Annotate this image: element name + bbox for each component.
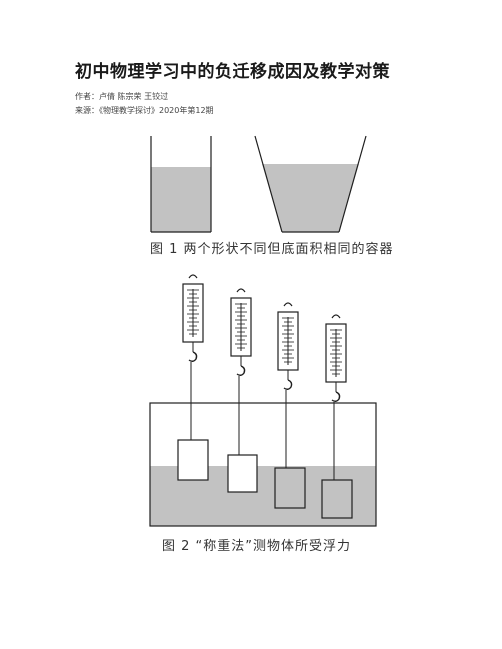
rectangular-container [150, 136, 212, 233]
spring-balance-3 [274, 302, 306, 509]
author-label: 作者： [75, 92, 99, 101]
author-names: 卢倩 陈宗荣 王铰过 [99, 92, 169, 101]
spring-balance-2 [227, 288, 258, 493]
figure-2-caption: 图 2 “称重法”测物体所受浮力 [162, 539, 352, 554]
source-line: 来源：《物理教学探讨》2020年第12期 [75, 105, 214, 116]
author-line: 作者：卢倩 陈宗荣 王铰过 [75, 91, 168, 102]
figure-1-caption: 图 1 两个形状不同但底面积相同的容器 [150, 242, 394, 257]
spring-balance-1 [177, 274, 209, 481]
source-label: 来源： [75, 106, 99, 115]
spring-balance-4 [321, 314, 353, 519]
article-title: 初中物理学习中的负迁移成因及教学对策 [75, 62, 390, 82]
source-text: 《物理教学探讨》2020年第12期 [99, 106, 214, 115]
tapered-container [254, 135, 367, 233]
water-tank [149, 402, 377, 527]
